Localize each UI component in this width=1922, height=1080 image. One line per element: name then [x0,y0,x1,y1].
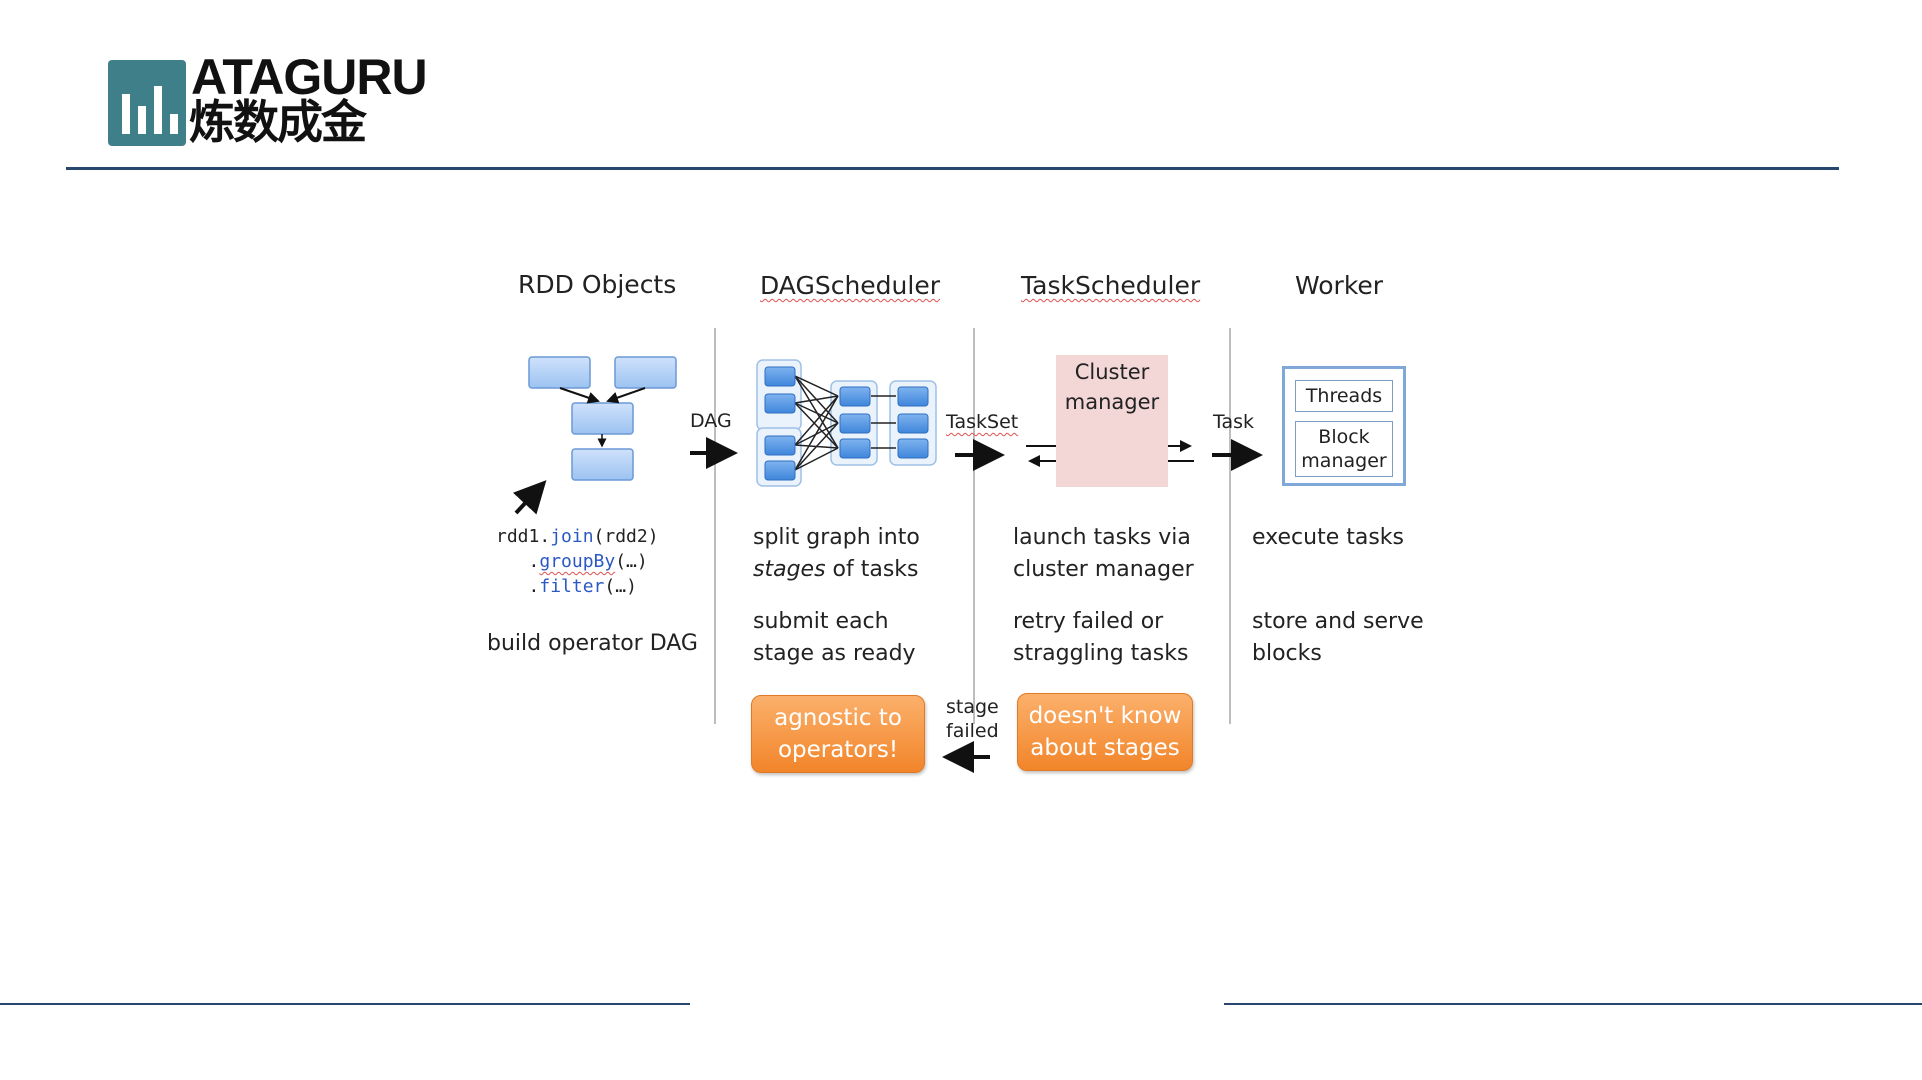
badge-line: agnostic to [774,705,902,731]
worker-box: Threads Block manager [1282,366,1406,486]
code-pointer-arrow [512,480,547,515]
dag-node [764,435,796,456]
dag-description-line: submit each [753,609,889,634]
heading-worker: Worker [1295,271,1384,300]
ataguru-logo: ATAGURU 炼数成金 [108,52,453,150]
heading-taskscheduler: TaskScheduler [1021,271,1201,300]
dag-description-line: split graph into [753,525,920,550]
footer-divider-right [1224,1003,1922,1005]
dag-node [764,393,796,414]
logo-text-cn: 炼数成金 [189,95,367,149]
dag-node [764,460,796,481]
rdd-node [571,402,634,435]
threads-box: Threads [1295,380,1393,412]
logo-text-en: ATAGURU [191,49,428,105]
footer-divider-left [0,1003,690,1005]
dag-node [897,386,929,407]
code-line: .groupBy(…) [496,551,648,572]
cluster-label-line: manager [1064,390,1160,414]
block-manager-line: manager [1301,450,1387,472]
rdd-node [614,356,677,389]
code-line: rdd1.join(rdd2) [496,526,659,547]
badge-line: about stages [1030,735,1180,761]
column-divider [714,328,716,724]
task-description-line: cluster manager [1013,557,1194,582]
doesnt-know-badge: doesn't know about stages [1017,693,1193,771]
dag-description-line: stages of tasks [753,557,919,582]
block-manager-line: Block [1318,426,1370,448]
stage-failed-line: failed [946,720,999,742]
dag-description: split graph into stages of tasks [753,522,920,586]
cluster-manager-label: Cluster manager [1056,357,1168,417]
dag-node [839,386,871,407]
stage-failed-label: stage failed [946,695,999,743]
column-divider [973,328,975,724]
column-divider [1229,328,1231,724]
worker-description-line: store and serve [1252,609,1424,634]
dag-node [897,438,929,459]
worker-description-line: blocks [1252,641,1322,666]
dag-node [897,413,929,434]
taskset-arrow-label: TaskSet [946,411,1019,433]
task-arrow-label: Task [1213,411,1255,433]
dag-node [764,366,796,387]
code-line: .filter(…) [496,576,637,597]
badge-line: operators! [777,737,899,763]
heading-dagscheduler: DAGScheduler [760,271,941,300]
code-sample: rdd1.join(rdd2) .groupBy(…) .filter(…) [496,524,659,599]
dag-graph [756,359,937,487]
task-description-2: retry failed or straggling tasks [1013,606,1188,670]
block-manager-box: Block manager [1295,421,1393,477]
header-divider [66,167,1839,170]
worker-description: execute tasks [1252,525,1404,550]
worker-description-2: store and serve blocks [1252,606,1424,670]
task-description-line: launch tasks via [1013,525,1191,550]
agnostic-badge: agnostic to operators! [751,695,925,773]
badge-line: doesn't know [1028,703,1182,729]
logo-mark-icon [108,60,186,146]
dag-node [839,438,871,459]
rdd-graph [512,356,677,515]
task-description: launch tasks via cluster manager [1013,522,1194,586]
stage-failed-line: stage [946,696,999,718]
dag-node [839,413,871,434]
rdd-description: build operator DAG [487,631,698,656]
dag-arrow-label: DAG [690,410,732,432]
task-description-line: retry failed or [1013,609,1164,634]
dag-description-line: stage as ready [753,641,916,666]
cluster-label-line: Cluster [1074,360,1150,384]
rdd-node [571,448,634,481]
cluster-manager-box [1056,355,1168,487]
dag-description-2: submit each stage as ready [753,606,916,670]
task-description-line: straggling tasks [1013,641,1189,666]
rdd-node [528,356,591,389]
heading-rdd-objects: RDD Objects [518,270,677,299]
